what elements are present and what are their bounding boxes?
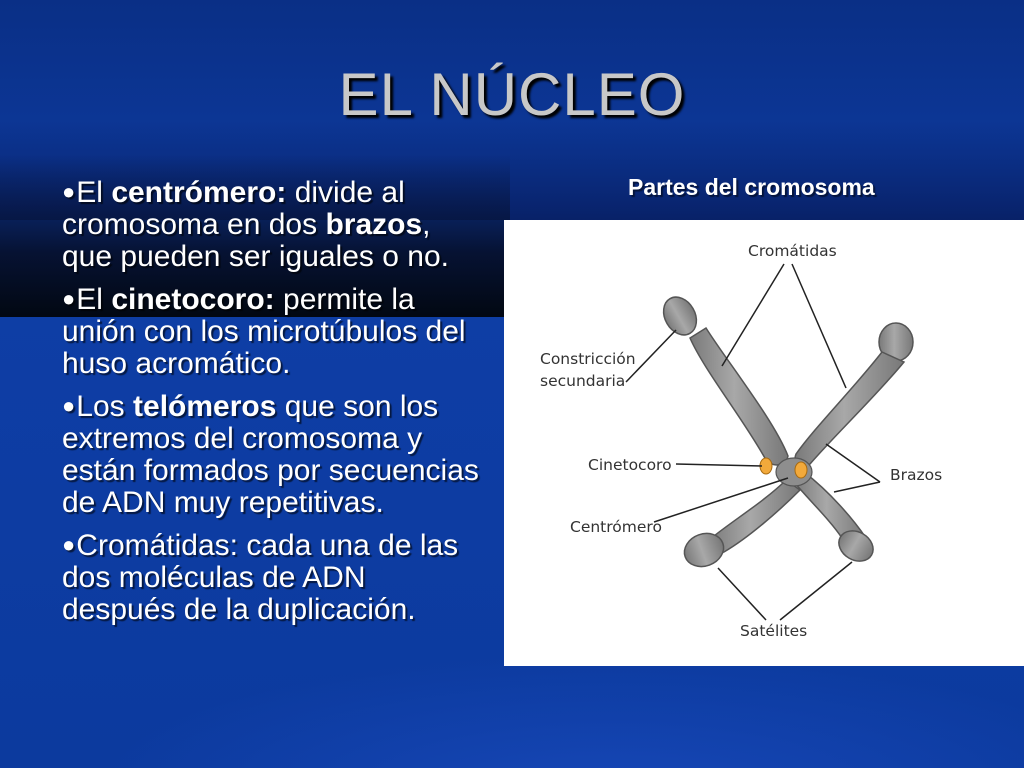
telomere-end <box>838 530 874 562</box>
bullet-centromero: ●El centrómero: divide al cromosoma en d… <box>62 176 482 273</box>
label-cromatidas: Cromátidas <box>748 242 837 260</box>
bullet-marker: ● <box>62 393 76 418</box>
bullet-text: Cromátidas: cada una de las dos molécula… <box>62 529 459 626</box>
bullet-marker: ● <box>62 179 76 204</box>
background-dark-band <box>0 155 510 317</box>
bullet-term: brazos <box>325 208 423 241</box>
leader-line <box>791 263 847 389</box>
leader-line <box>653 477 789 523</box>
chromatid-right <box>683 322 914 568</box>
bullet-list: ●El centrómero: divide al cromosoma en d… <box>62 176 482 636</box>
bullet-text: permite la unión con los microtúbulos de… <box>62 283 466 380</box>
chromosome-arm <box>689 326 789 466</box>
leader-line <box>721 263 785 367</box>
bullet-text: El <box>76 176 112 209</box>
bullet-cromatidas: ●Cromátidas: cada una de las dos molécul… <box>62 529 482 626</box>
telomere-end <box>683 532 725 568</box>
label-constriccion-line1: Constricción <box>540 350 636 368</box>
chromosome-figure: Cromátidas Constricción secundaria Cinet… <box>504 220 1024 666</box>
label-cinetocoro: Cinetocoro <box>588 456 672 474</box>
leader-line <box>779 561 853 621</box>
leader-lines <box>625 263 881 621</box>
leader-line <box>833 481 881 493</box>
bullet-text: , que pueden ser iguales o no. <box>62 208 449 273</box>
slide-title: EL NÚCLEO <box>338 61 686 128</box>
chromosome-diagram: Cromátidas Constricción secundaria Cinet… <box>540 242 942 640</box>
bullet-term: telómeros <box>133 390 277 423</box>
leader-line <box>825 443 881 483</box>
label-centromero: Centrómero <box>570 518 662 536</box>
kinetochore-right <box>794 461 808 479</box>
bullet-term: cinetocoro: <box>111 283 275 316</box>
leader-line <box>675 463 763 467</box>
chromatid-left <box>662 296 874 562</box>
bullet-text: que son los extremos del cromosoma y est… <box>62 390 479 519</box>
bullet-term: centrómero: <box>111 176 287 209</box>
bullet-text: El <box>76 283 112 316</box>
bullet-telomeros: ●Los telómeros que son los extremos del … <box>62 390 482 519</box>
bullet-marker: ● <box>62 286 76 311</box>
figure-caption: Partes del cromosoma <box>628 174 875 200</box>
bullet-marker: ● <box>62 532 76 557</box>
label-satelites: Satélites <box>740 622 807 640</box>
leader-line <box>717 567 767 621</box>
bullet-cinetocoro: ●El cinetocoro: permite la unión con los… <box>62 283 482 380</box>
chromosome-arm <box>794 351 906 468</box>
bullet-text: Los <box>76 390 134 423</box>
telomere-satellite <box>662 296 698 336</box>
label-constriccion-line2: secundaria <box>540 372 625 390</box>
bullet-text: divide al cromosoma en dos <box>62 176 405 241</box>
label-brazos: Brazos <box>890 466 942 484</box>
leader-line <box>625 329 677 383</box>
